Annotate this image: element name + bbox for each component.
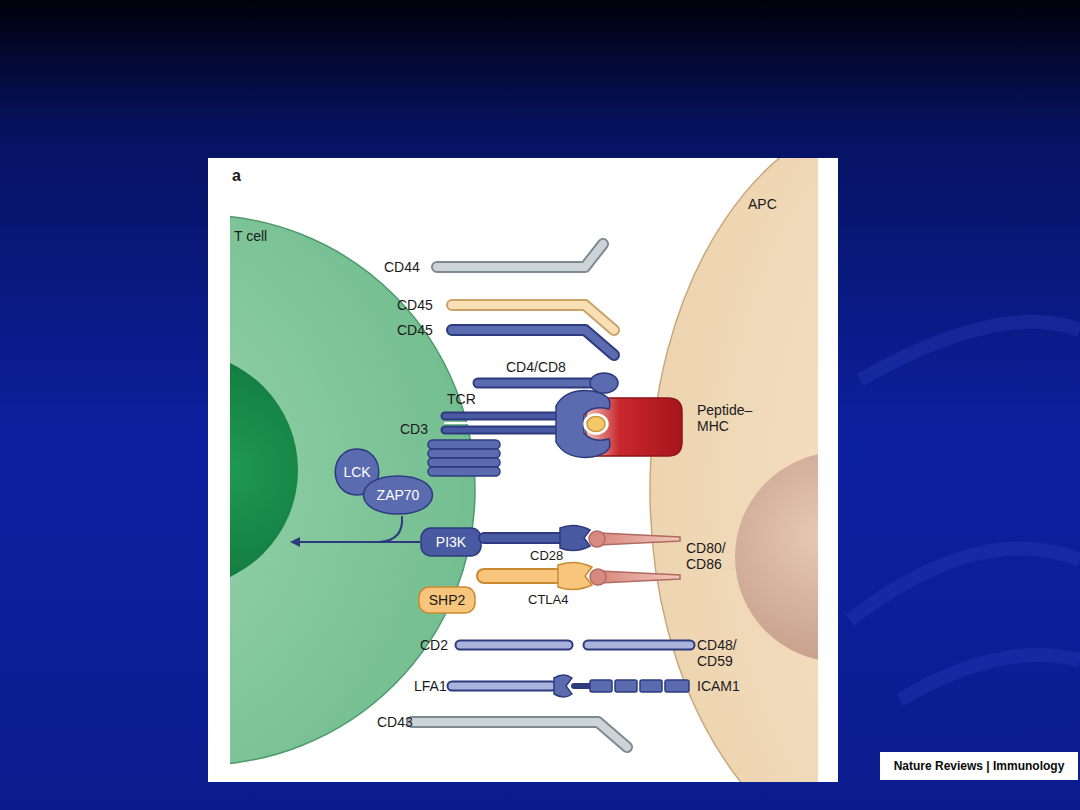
journal-logo: Nature Reviews | Immunology [880,752,1078,780]
molecule-name: CD4/CD8 [506,359,566,375]
molecule-name: TCR [447,391,476,407]
node-label: ZAP70 [377,487,420,503]
phosphatase-box: SHP2 [418,586,476,614]
molecule-name: LFA1 [414,678,447,694]
molecule-name: CD44 [384,259,420,275]
molecule-name: CD28 [530,548,563,564]
molecule-heads [428,373,689,697]
molecule-name: CD43 [377,714,413,730]
molecule-name: Peptide–MHC [697,402,761,434]
node-label: SHP2 [429,592,466,608]
molecule-name: CD48/ CD59 [697,637,743,669]
background-swirl [850,322,1080,700]
t-cell: T cellLCK ZAP70PI3K SHP2 [230,158,485,782]
node-label: APC [748,196,777,212]
node-label: LCK [343,464,370,480]
node-label: PI3K [436,534,466,550]
apc-cell: APC [640,158,818,782]
molecule-name: CD80/ CD86 [686,540,732,572]
arrowhead [290,537,300,547]
molecule-name: CD45 [397,297,433,313]
molecule-name: ICAM1 [697,678,740,694]
apc-cell-shape [640,158,818,782]
signal-box: PI3K [420,527,482,557]
molecule-name: CTLA4 [528,592,568,608]
surface-molecules [412,244,690,747]
node-label: T cell [234,228,267,244]
molecule-name: CD45 [397,322,433,338]
signal-arrow [298,516,420,542]
molecule-name: CD3 [400,421,428,437]
molecule-name: CD2 [420,637,448,653]
kinase-blob: ZAP70 [350,474,446,516]
panel-letter: a [232,168,241,184]
